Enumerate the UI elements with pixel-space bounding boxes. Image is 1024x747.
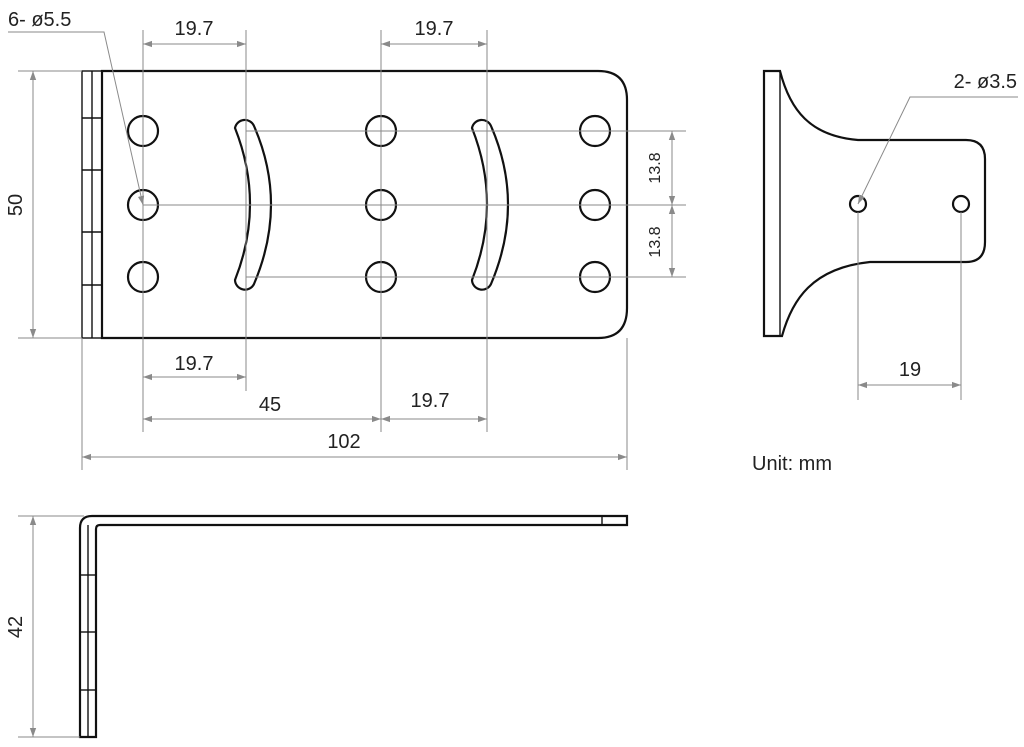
side-hole-spacing-label: 19 bbox=[899, 359, 921, 381]
top-right-spacing-label: 19.7 bbox=[415, 18, 454, 40]
bottom-right-spacing-label: 19.7 bbox=[411, 390, 450, 412]
slot-upper-offset-label: 13.8 bbox=[647, 152, 664, 183]
total-length-label: 102 bbox=[327, 431, 360, 453]
top-view: 6- ø5.5 19.7 19.7 50 13.8 13.8 19.7 45 1… bbox=[5, 9, 686, 470]
height-label: 50 bbox=[5, 194, 27, 216]
middle-span-label: 45 bbox=[259, 394, 281, 416]
bent-plate bbox=[78, 514, 629, 739]
slot-lower-offset-label: 13.8 bbox=[647, 226, 664, 257]
side-holes-callout-label: 2- ø3.5 bbox=[954, 71, 1017, 93]
bend-view: 42 bbox=[5, 514, 629, 739]
top-left-spacing-label: 19.7 bbox=[175, 18, 214, 40]
holes-callout-label: 6- ø5.5 bbox=[8, 9, 71, 31]
bottom-left-spacing-label: 19.7 bbox=[175, 353, 214, 375]
side-hole bbox=[951, 194, 971, 214]
side-flange bbox=[762, 69, 987, 338]
bend-height-label: 42 bbox=[5, 616, 27, 638]
unit-label: Unit: mm bbox=[752, 453, 832, 475]
side-view: 2- ø3.5 19 Unit: mm bbox=[752, 69, 1018, 475]
